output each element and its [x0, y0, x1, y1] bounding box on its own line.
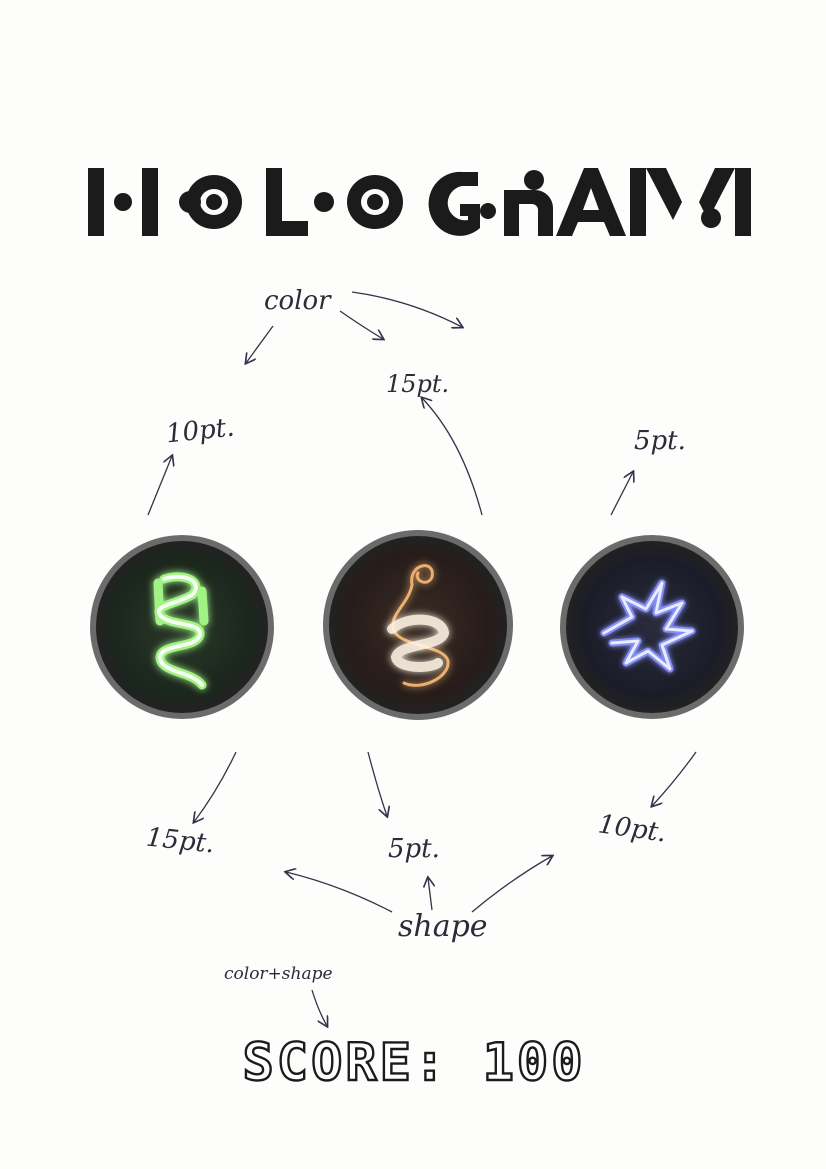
label-color: color — [264, 286, 331, 316]
logo-letter-g — [428, 171, 496, 236]
arrow-color-shape-to-score — [311, 989, 327, 1026]
color-arrows — [246, 291, 462, 363]
shape-arrows — [286, 856, 552, 1026]
arrow-color-to-top-right — [351, 291, 462, 327]
hologram-green — [90, 535, 274, 719]
arrow-shape-to-middle — [428, 878, 432, 911]
label-color-shape: color+shape — [224, 964, 333, 984]
logo-letter-o — [179, 175, 242, 229]
points-top-middle: 15pt. — [386, 370, 450, 398]
logo-letter-o2 — [347, 175, 403, 229]
arrow-color-to-top-left — [246, 325, 274, 363]
points-top-right: 5pt. — [634, 426, 686, 456]
logo-letter-l — [266, 168, 334, 236]
arrow-right-hologram-up — [610, 472, 633, 516]
arrow-left-hologram-up — [147, 456, 172, 516]
points-bottom-middle: 5pt. — [388, 834, 440, 864]
lower-point-arrows — [194, 751, 697, 822]
arrow-left-hologram-down — [194, 751, 237, 822]
arrow-middle-hologram-up — [422, 398, 483, 516]
hologram-blue — [560, 535, 744, 719]
arrow-right-hologram-down — [652, 751, 697, 806]
hologram-orange — [323, 530, 513, 720]
upper-point-arrows — [147, 398, 633, 516]
arrow-color-to-top-middle — [339, 310, 383, 339]
arrow-middle-hologram-down — [367, 751, 387, 816]
hologram-logo — [88, 168, 751, 236]
points-top-left: 10pt. — [164, 412, 236, 450]
logo-letter-m — [630, 168, 751, 236]
label-shape: shape — [398, 909, 488, 944]
points-bottom-left: 15pt. — [144, 822, 216, 860]
score-text: SCORE: 100 — [242, 1033, 585, 1093]
arrow-shape-to-left — [286, 872, 393, 913]
arrow-shape-to-right — [471, 856, 552, 913]
logo-letter-a — [556, 168, 626, 236]
logo-letter-h — [88, 168, 158, 236]
logo-letter-r — [504, 170, 553, 236]
